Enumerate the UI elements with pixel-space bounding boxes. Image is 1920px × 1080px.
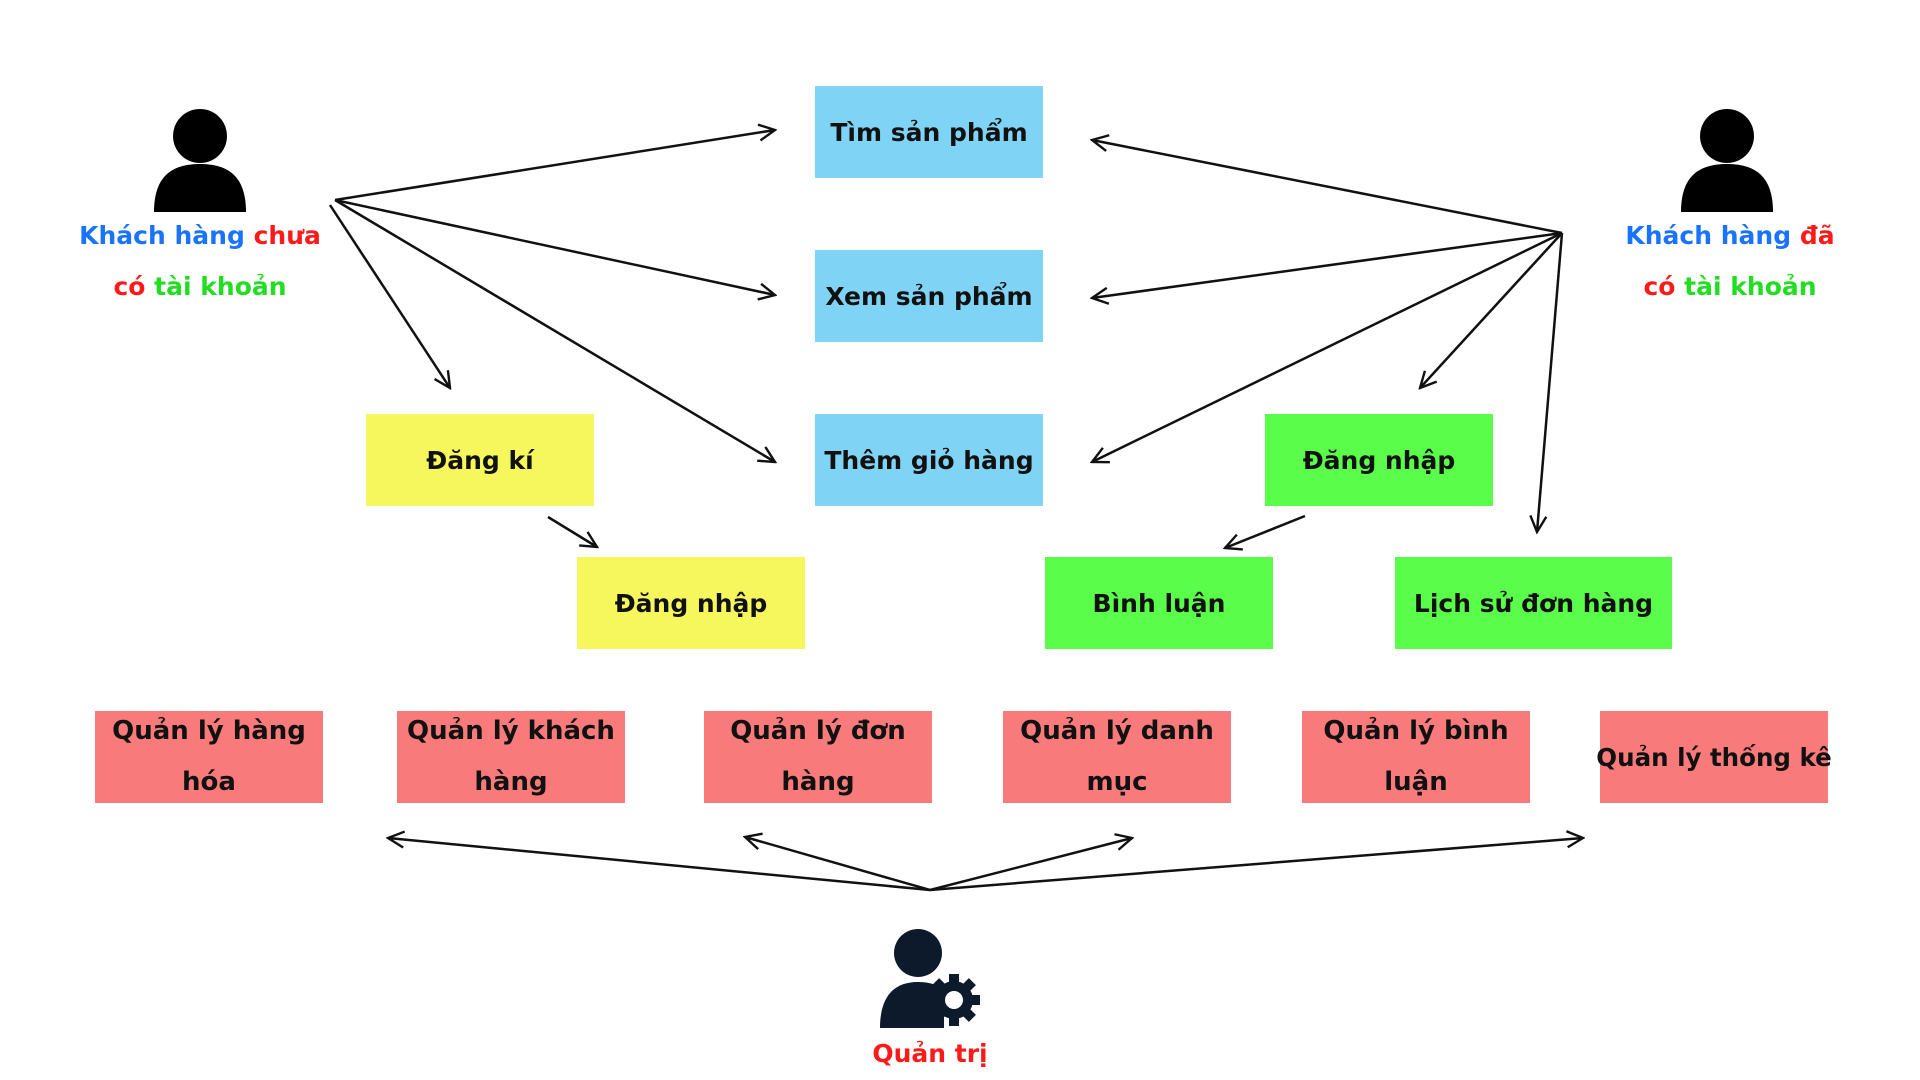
admin-function-customers: Quản lý khách hàng [397, 711, 625, 803]
arrow-guest-register [328, 204, 450, 388]
person-icon [1681, 109, 1773, 212]
feature-order-history: Lịch sử đơn hàng [1395, 557, 1672, 649]
arrow-register-login [547, 515, 597, 547]
feature-guest-login: Đăng nhập [577, 557, 805, 649]
arrow-member-search [1092, 140, 1563, 235]
feature-member-login: Đăng nhập [1265, 414, 1493, 506]
arrow-guest-cart [334, 198, 775, 462]
feature-register: Đăng kí [366, 414, 594, 506]
admin-gear-icon [880, 929, 980, 1028]
guest-label-line1b: chưa [253, 221, 321, 250]
arrow-member-view [1092, 231, 1563, 298]
arrow-login-comment [1225, 514, 1306, 548]
guest-label-line1a: Khách hàng [79, 221, 245, 250]
feature-comment: Bình luận [1045, 557, 1273, 649]
admin-function-categories: Quản lý danh mục [1003, 711, 1231, 803]
feature-search: Tìm sản phẩm [815, 86, 1043, 178]
arrow-guest-view [334, 198, 775, 295]
person-icon [154, 109, 246, 212]
guest-label-line2a: có [113, 272, 146, 301]
guest-label-line2b: tài khoản [154, 272, 287, 301]
arrow-admin-stats [929, 838, 1583, 892]
arrow-admin-categories [929, 838, 1132, 892]
arrow-admin-orders [745, 837, 931, 892]
arrow-member-cart [1092, 231, 1563, 462]
admin-function-comments: Quản lý bình luận [1302, 711, 1530, 803]
feature-cart: Thêm giỏ hàng [815, 414, 1043, 506]
actor-guest-label: Khách hàng chưa có tài khoản [60, 210, 340, 312]
member-label-line2a: có [1643, 272, 1676, 301]
arrow-guest-search [334, 130, 775, 202]
admin-function-goods: Quản lý hàng hóa [95, 711, 323, 803]
member-label-line1b: đã [1799, 221, 1835, 250]
actor-admin-label: Quản trị [872, 1039, 988, 1068]
arrow-member-history [1537, 232, 1564, 532]
arrow-member-login [1420, 232, 1563, 388]
arrow-admin-goods [388, 838, 931, 892]
admin-function-stats: Quản lý thống kê [1596, 711, 1832, 803]
member-label-line2b: tài khoản [1684, 272, 1817, 301]
actor-member-label: Khách hàng đã có tài khoản [1590, 210, 1870, 312]
admin-function-orders: Quản lý đơn hàng [704, 711, 932, 803]
feature-view: Xem sản phẩm [815, 250, 1043, 342]
member-label-line1a: Khách hàng [1625, 221, 1792, 250]
